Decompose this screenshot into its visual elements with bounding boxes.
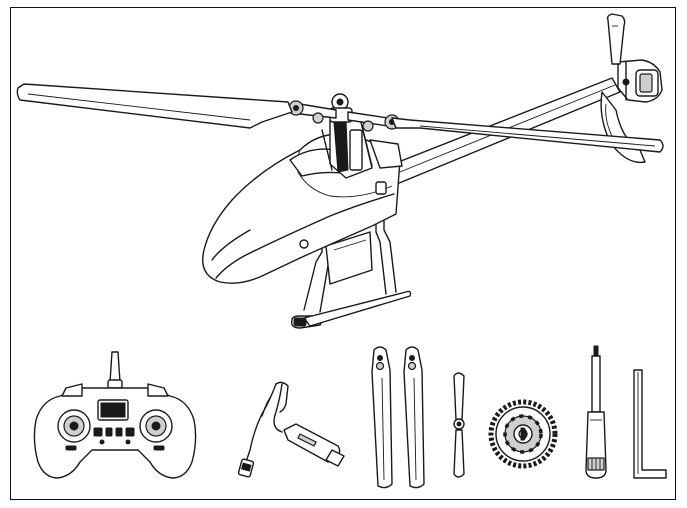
main-rotor-blade-right bbox=[391, 117, 664, 153]
tail-blade-accessory bbox=[453, 372, 465, 478]
figure-frame bbox=[10, 7, 676, 500]
hex-wrench-accessory bbox=[633, 369, 667, 479]
main-blade-accessory-2 bbox=[403, 346, 425, 489]
tail-rotor bbox=[606, 13, 626, 65]
battery bbox=[325, 231, 373, 285]
main-blade-accessory bbox=[371, 346, 393, 489]
left-stick-gimbal bbox=[57, 409, 91, 443]
main-gear-accessory bbox=[488, 399, 558, 469]
tail-fin bbox=[600, 91, 646, 164]
main-rotor-blade-left bbox=[16, 83, 293, 129]
usb-charger bbox=[237, 381, 345, 478]
landing-skid bbox=[290, 219, 412, 329]
screwdriver-accessory bbox=[585, 345, 607, 479]
tail-motor bbox=[617, 59, 663, 103]
helicopter bbox=[16, 13, 664, 329]
right-stick-gimbal bbox=[139, 409, 173, 443]
rotor-head bbox=[288, 93, 403, 179]
transmitter bbox=[33, 351, 197, 479]
